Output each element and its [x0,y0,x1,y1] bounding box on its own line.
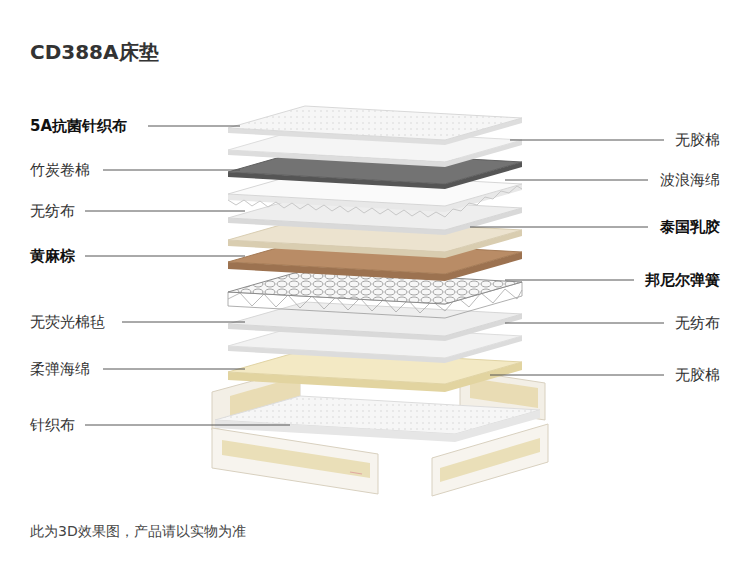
layer-label: 无纺布 [675,314,720,332]
layer-label: 波浪海绵 [660,171,720,189]
layer-label: 5A抗菌针织布 [30,117,127,135]
layer-label: 针织布 [30,416,75,434]
layer-label: 无纺布 [30,202,75,220]
layer-label: 无胶棉 [675,131,720,149]
layer-label: 竹炭卷棉 [30,161,90,179]
leader-lines [85,126,664,425]
layer-label: 柔弹海绵 [30,360,90,378]
caption-note: 此为3D效果图，产品请以实物为准 [30,522,246,540]
bonnell-spring-layer [228,270,522,318]
diagram-title: CD388A床垫 [30,40,159,64]
top-knit-layer [228,106,522,145]
layer-label: 黄麻棕 [30,247,75,265]
layer-label: 无胶棉 [675,366,720,384]
layer-label: 无荧光棉毡 [30,313,105,331]
layer-label: 邦尼尔弹簧 [645,271,720,289]
layer-label: 泰国乳胶 [660,218,720,236]
